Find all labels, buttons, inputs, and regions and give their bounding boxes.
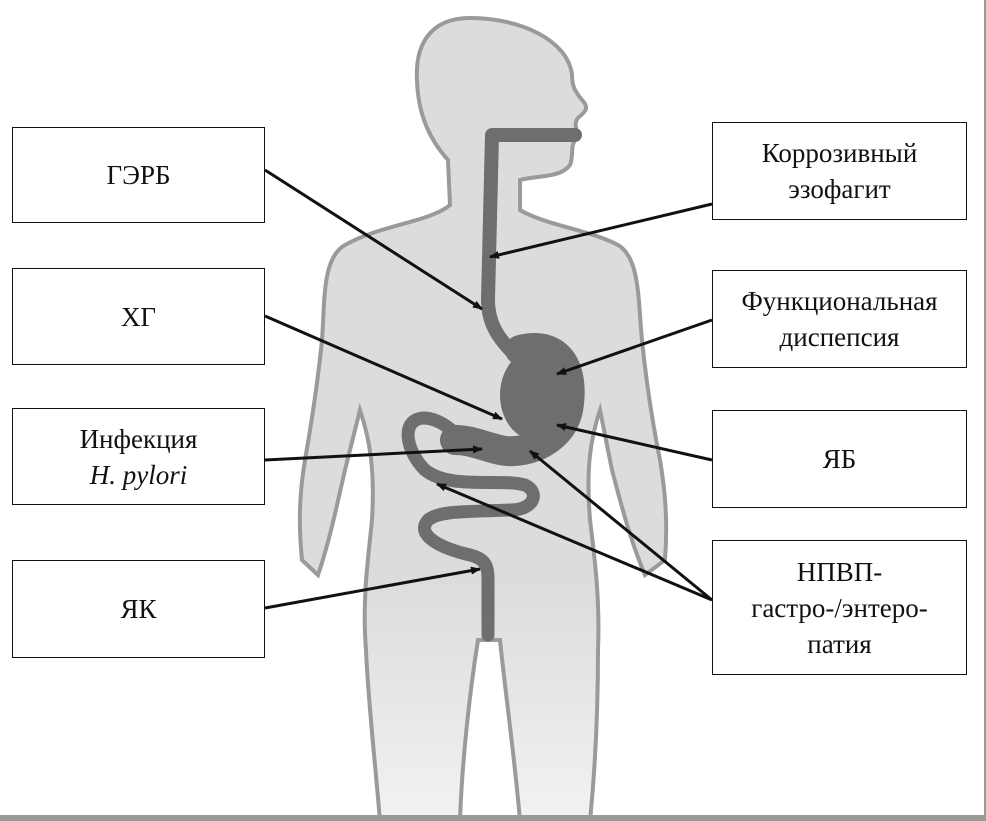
label-text: ЯБ	[822, 444, 857, 474]
label-gerd: ГЭРБ	[12, 127, 265, 223]
label-corrosive-esophagitis: Коррозивный эзофагит	[712, 122, 967, 220]
gi-tract	[401, 128, 585, 642]
label-text: диспепсия	[779, 322, 900, 352]
label-text: НПВП-	[796, 556, 883, 587]
arrows	[264, 168, 713, 610]
label-text: ХГ	[120, 301, 157, 332]
label-functional-dyspepsia: Функциональная диспепсия	[712, 270, 967, 368]
label-text: ЯК	[120, 594, 157, 624]
label-text: Коррозивный	[761, 138, 918, 168]
arrow-nsaid-stomach	[529, 449, 713, 602]
label-nsaid-gastroenteropathy: НПВП-гастро-/энтеро-патия	[712, 540, 967, 675]
body-silhouette	[297, 15, 669, 815]
label-text: эзофагит	[788, 174, 891, 204]
arrow-dyspepsia	[556, 318, 713, 376]
label-h-pylori: Инфекция H. pylori	[12, 408, 265, 505]
arrow-chronic-gastritis	[264, 314, 503, 421]
label-uc: ЯК	[12, 560, 265, 658]
arrow-corrosive	[489, 202, 713, 259]
label-text-italic: H. pylori	[89, 459, 188, 490]
label-text: ГЭРБ	[106, 160, 171, 190]
arrow-h-pylori	[264, 445, 483, 462]
arrow-uc	[264, 566, 481, 610]
label-text: гастро-/энтеро-	[751, 592, 928, 623]
label-ulcer: ЯБ	[712, 410, 967, 508]
arrow-gerd	[264, 168, 483, 311]
label-text: Функциональная	[741, 286, 938, 316]
label-text: Инфекция	[79, 423, 198, 454]
label-chronic-gastritis: ХГ	[12, 268, 265, 365]
label-text: патия	[807, 628, 872, 659]
arrow-ulcer	[556, 423, 713, 462]
arrow-nsaid-intestine	[436, 482, 713, 602]
